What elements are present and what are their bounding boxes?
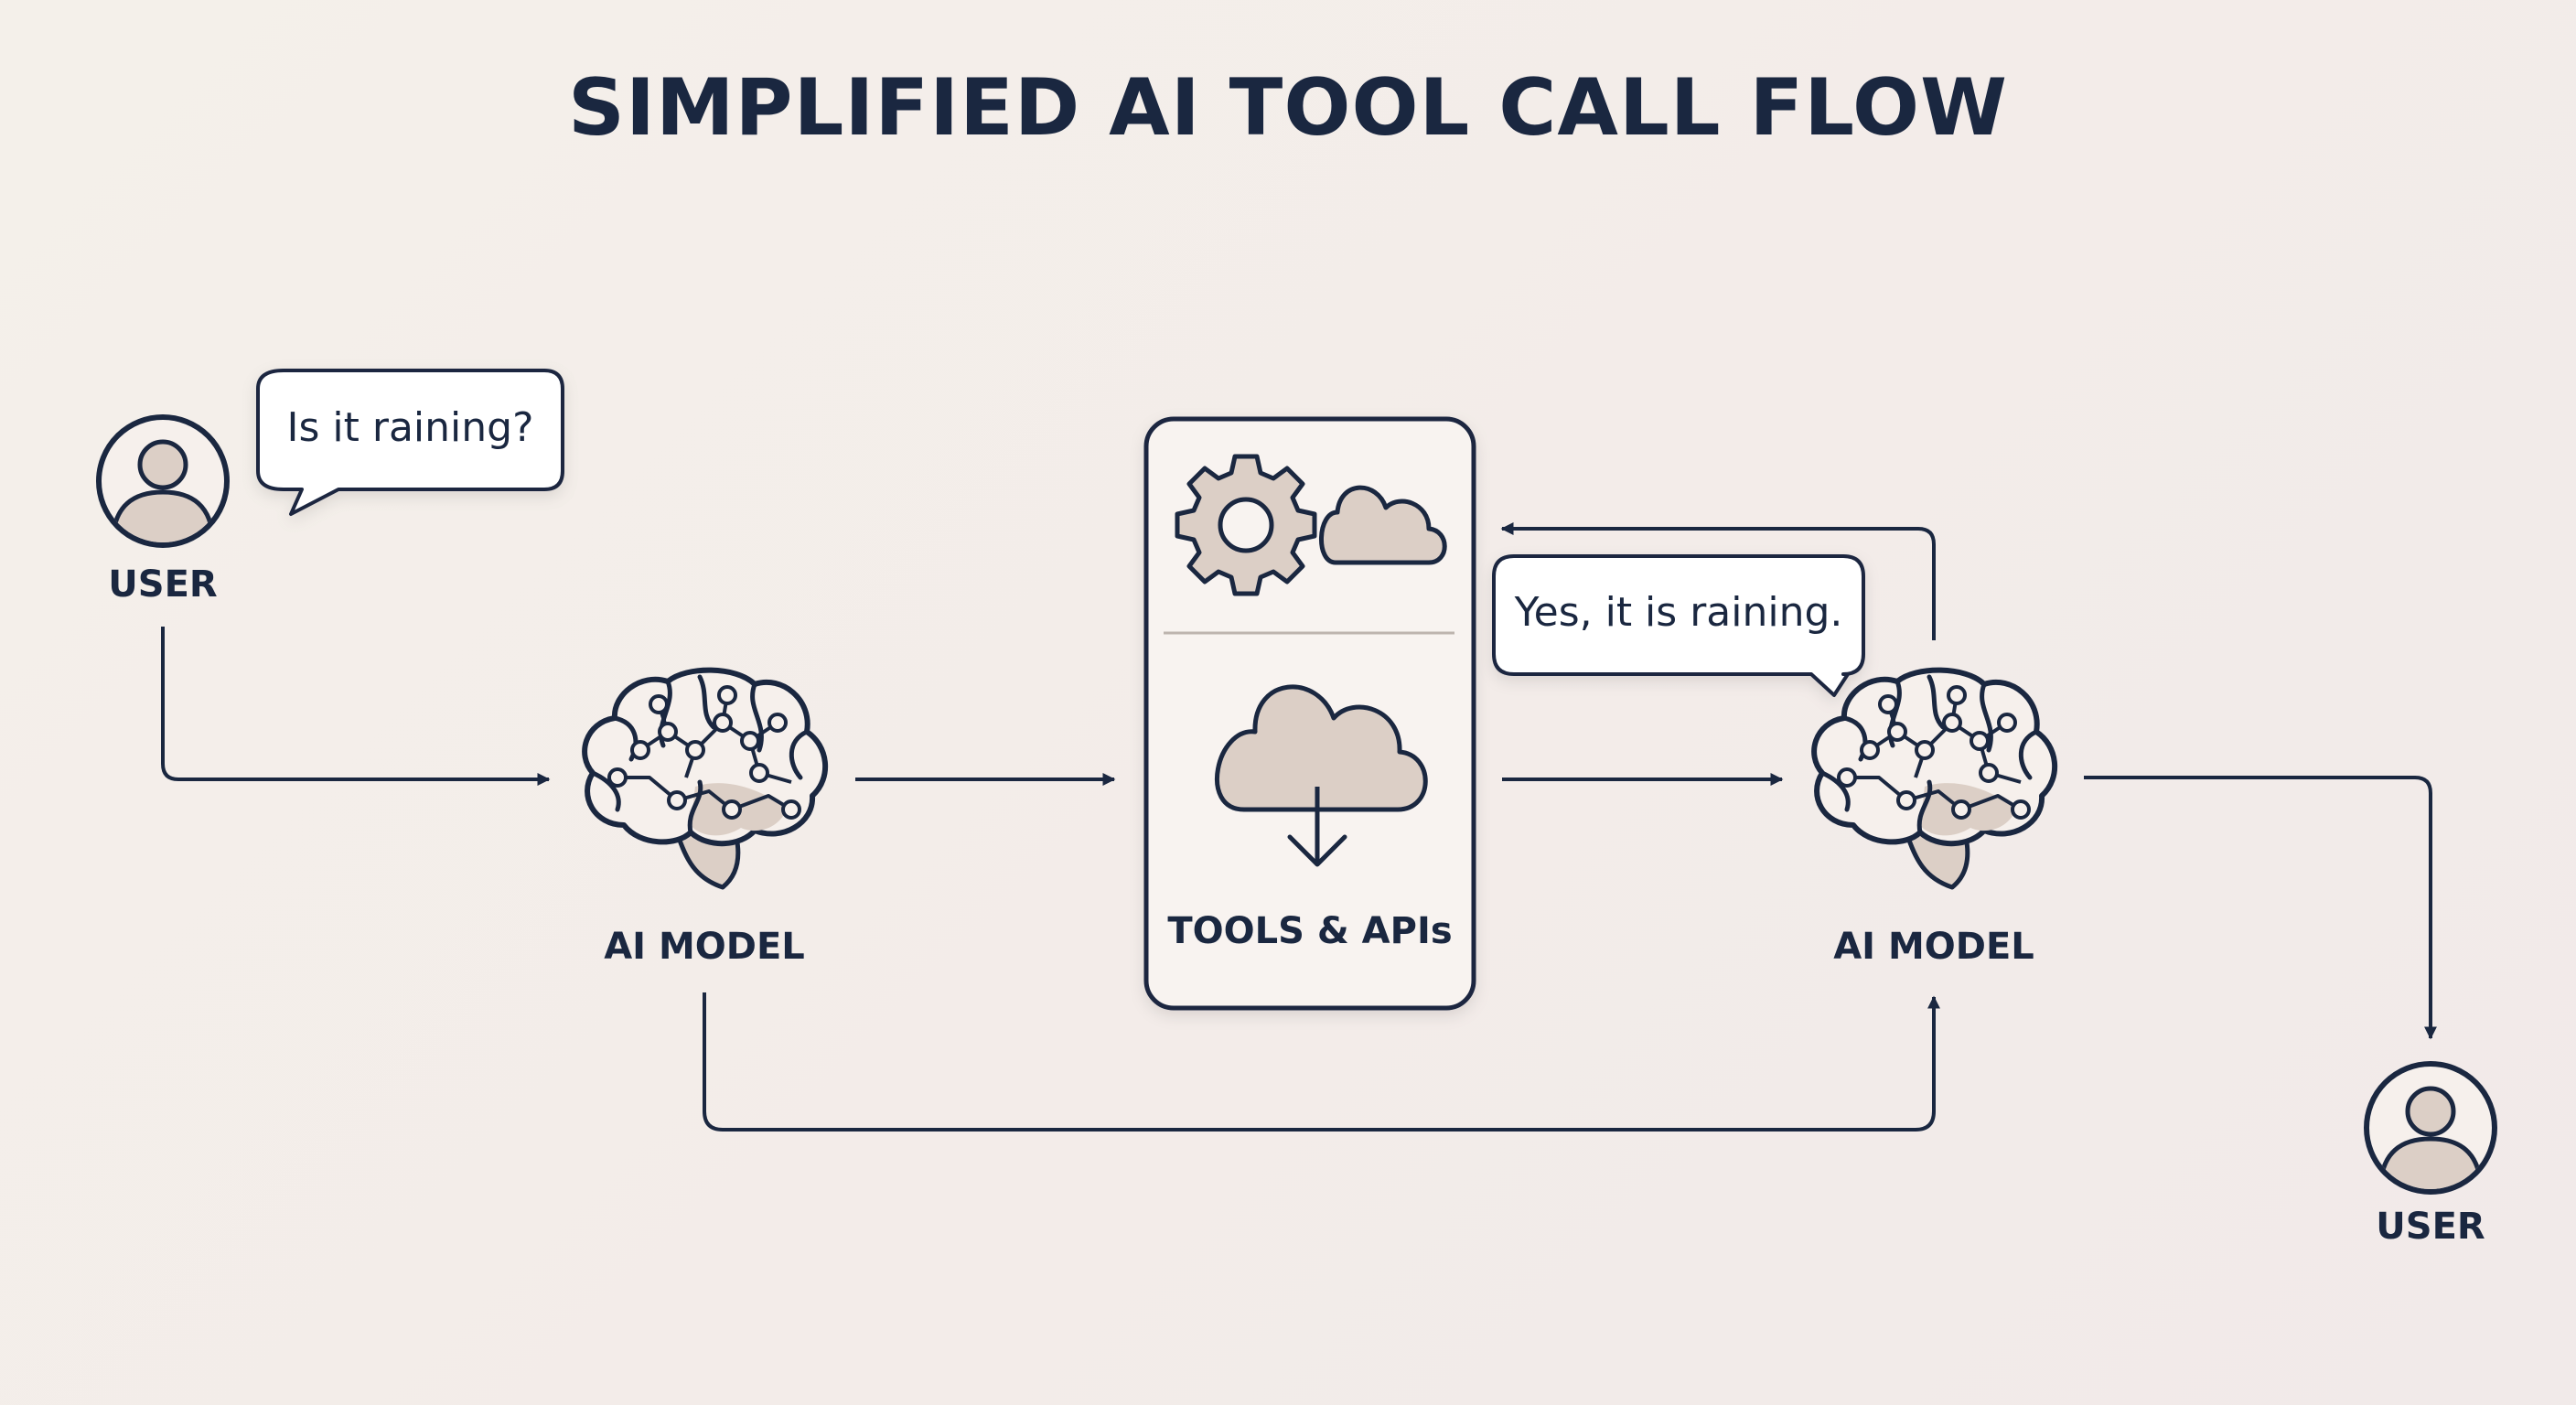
cloud-icon [1319, 485, 1447, 565]
ai-model-first-icon [585, 670, 825, 887]
answer-bubble-text: Yes, it is raining. [1514, 589, 1843, 636]
user-start-icon [99, 417, 227, 545]
ai-model-second-label: AI MODEL [1833, 926, 2034, 968]
connector-user-to-ai-model [161, 627, 551, 786]
connector-ai-model-bypass [703, 992, 1940, 1132]
diagram-title: SIMPLIFIED AI TOOL CALL FLOW [568, 62, 2008, 154]
tools-label: TOOLS & APIs [1167, 910, 1453, 952]
connector-ai-model-to-user [2084, 776, 2437, 1040]
user-end-label: USER [2376, 1206, 2485, 1248]
gear-icon [1175, 454, 1317, 596]
connector-ai-model-to-tools-return [1500, 522, 1936, 640]
user-start-label: USER [108, 563, 218, 606]
question-bubble-text: Is it raining? [286, 404, 534, 451]
user-end-icon [2367, 1064, 2495, 1192]
answer-bubble [1492, 554, 1865, 697]
cloud-download-icon [1215, 684, 1428, 867]
question-bubble [256, 369, 564, 516]
ai-model-second-icon [1814, 670, 2055, 887]
ai-model-first-label: AI MODEL [604, 926, 805, 968]
